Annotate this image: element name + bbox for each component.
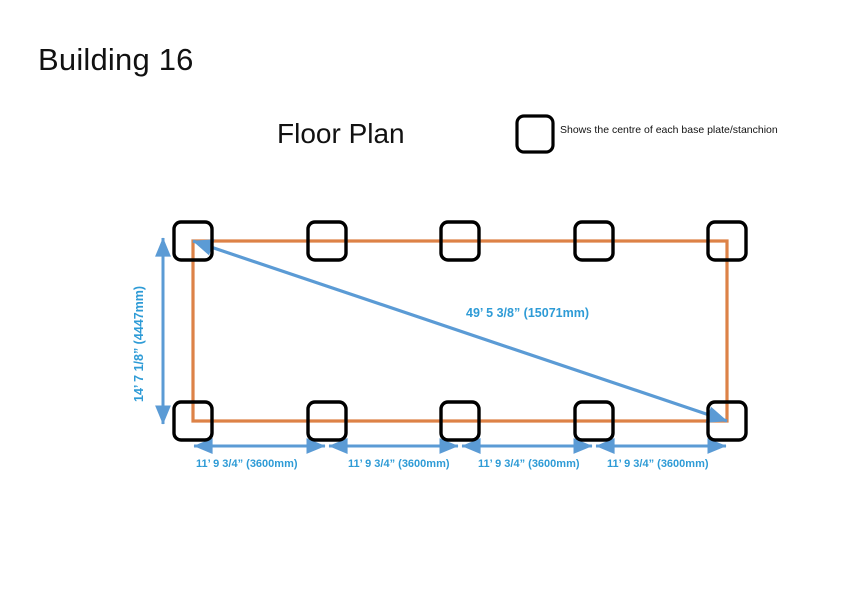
dimension-label-bay-2: 11’ 9 3/4” (3600mm) bbox=[348, 458, 450, 470]
stanchion-top-2 bbox=[306, 220, 348, 262]
dimension-label-bay-1: 11’ 9 3/4” (3600mm) bbox=[196, 458, 298, 470]
stanchion-bottom-4 bbox=[573, 400, 615, 442]
page-title: Building 16 bbox=[38, 42, 194, 77]
stanchion-bottom-3 bbox=[439, 400, 481, 442]
legend-caption: Shows the centre of each base plate/stan… bbox=[560, 124, 778, 136]
dimension-label-bay-3: 11’ 9 3/4” (3600mm) bbox=[478, 458, 580, 470]
stanchion-top-5 bbox=[706, 220, 748, 262]
stanchion-bottom-2 bbox=[306, 400, 348, 442]
stanchion-top-4 bbox=[573, 220, 615, 262]
stanchion-top-1 bbox=[172, 220, 214, 262]
diagonal-dimension-arrow bbox=[192, 239, 728, 423]
dimension-label-bay-4: 11’ 9 3/4” (3600mm) bbox=[607, 458, 709, 470]
stanchion-bottom-5 bbox=[706, 400, 748, 442]
stanchion-top-3 bbox=[439, 220, 481, 262]
legend-stanchion-icon bbox=[515, 114, 555, 154]
plan-heading: Floor Plan bbox=[277, 118, 405, 149]
stanchion-bottom-1 bbox=[172, 400, 214, 442]
